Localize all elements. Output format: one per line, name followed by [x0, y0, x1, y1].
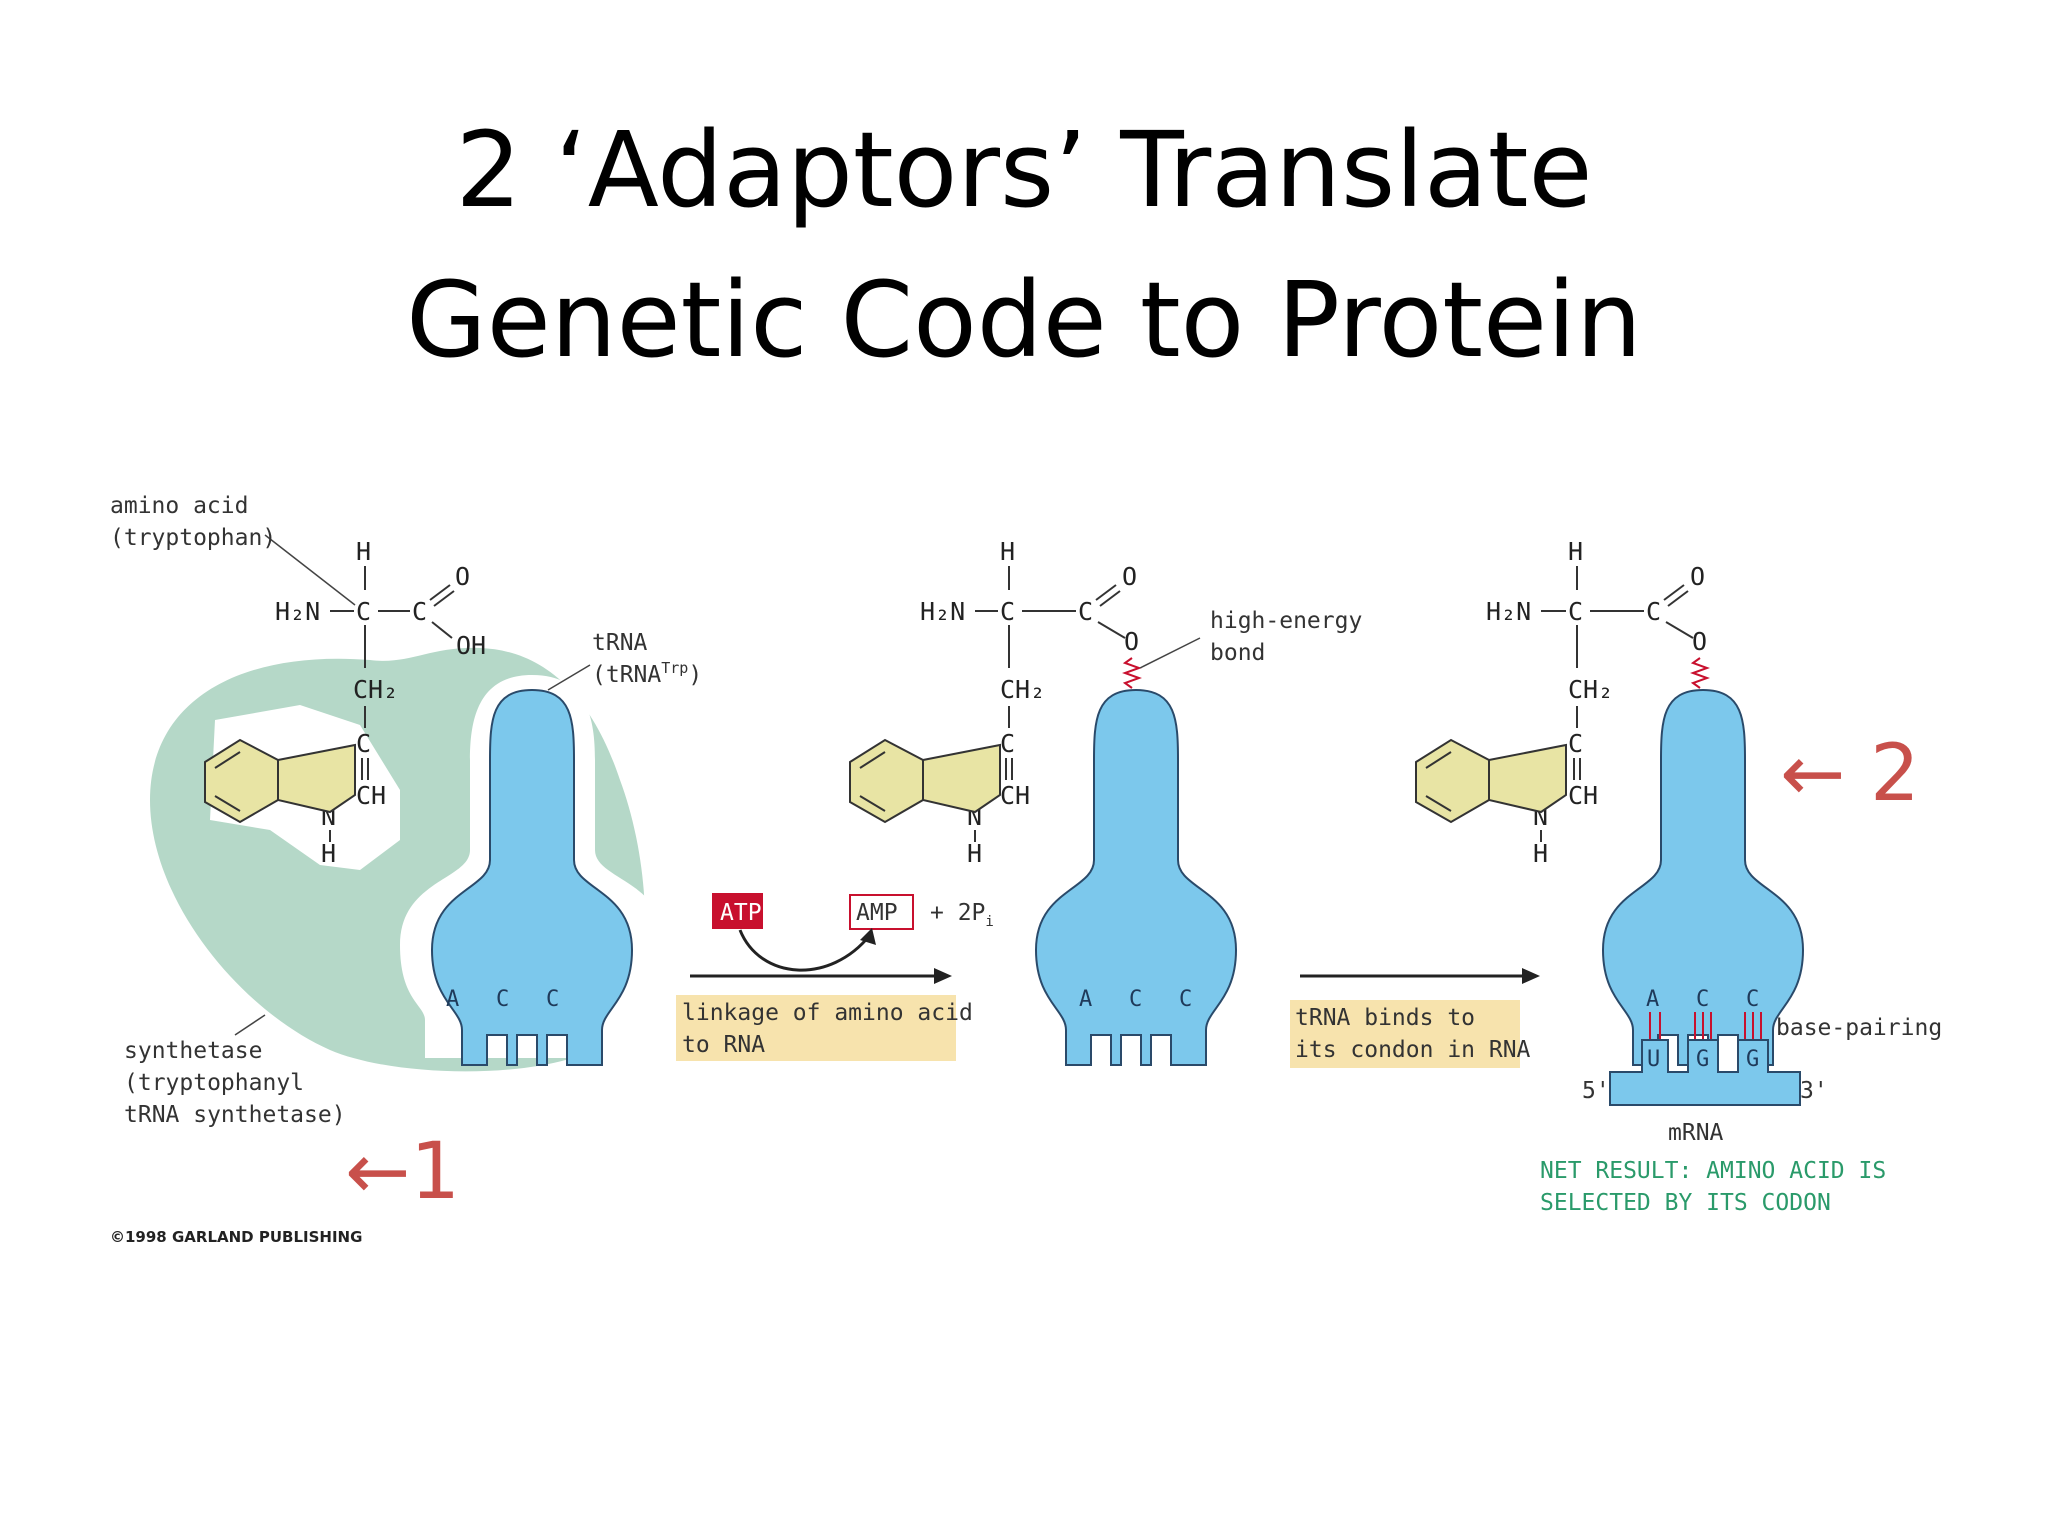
anticodon-1: A C C [446, 987, 559, 1012]
step2-box [1290, 1000, 1520, 1068]
label-trna: tRNA [592, 630, 648, 656]
tryptophan-structure-1: H H₂N C C O OH CH₂ C CH N H [204, 537, 486, 868]
label-mrna: mRNA [1668, 1120, 1724, 1146]
atp-label: ATP [720, 900, 762, 926]
label-synthetase: synthetase [124, 1038, 262, 1064]
alpha-carbon: C [1568, 597, 1583, 626]
base-c: C [546, 987, 559, 1012]
ester-oxygen: O [1124, 627, 1139, 656]
net-result-2: SELECTED BY ITS CODON [1540, 1190, 1831, 1216]
base-a: A [446, 987, 459, 1012]
codon: U G G [1647, 1047, 1759, 1072]
copyright: ©1998 GARLAND PUBLISHING [110, 1228, 362, 1246]
carboxyl-carbon: C [1646, 597, 1661, 626]
h2n-group: H₂N [275, 597, 320, 626]
base-c: C [1179, 987, 1192, 1012]
title-line-2: Genetic Code to Protein [406, 259, 1642, 381]
label-trna-trp: (tRNATrp) [592, 659, 702, 688]
h-atom: H [1568, 537, 1583, 566]
step1-box [676, 995, 956, 1061]
oxygen: O [455, 562, 470, 591]
c-atom: C [1568, 729, 1583, 758]
annotation-1: ←1 [345, 1127, 460, 1217]
ester-oxygen: O [1692, 627, 1707, 656]
base-g: G [1696, 1047, 1709, 1072]
high-energy-bond [1122, 657, 1142, 689]
oxygen: O [1122, 562, 1137, 591]
hydroxyl: OH [456, 631, 486, 660]
oxygen: O [1690, 562, 1705, 591]
amp-box [849, 894, 914, 930]
slide-title: 2 ‘Adaptors’ Translate Genetic Code to P… [0, 95, 2048, 395]
ch-group: CH [1000, 781, 1030, 810]
label-base-pairing: base-pairing [1776, 1015, 1942, 1041]
h-atom: H [1000, 537, 1015, 566]
anticodon-2: A C C [1079, 987, 1192, 1012]
net-result-1: NET RESULT: AMINO ACID IS [1540, 1158, 1886, 1184]
ch-group: CH [1568, 781, 1598, 810]
h2n-group: H₂N [1486, 597, 1531, 626]
annotation-2: ← 2 [1780, 729, 1920, 819]
ch-group: CH [356, 781, 386, 810]
nh-hydrogen: H [1533, 839, 1548, 868]
nh-hydrogen: H [967, 839, 982, 868]
mrna-strand [1609, 1039, 1801, 1106]
step1-text-2: to RNA [682, 1032, 765, 1058]
step2-text-2: its condon in RNA [1295, 1037, 1531, 1063]
c-atom: C [356, 729, 371, 758]
pi-label: + 2Pi [930, 900, 994, 930]
base-c: C [1696, 987, 1709, 1012]
base-u: U [1647, 1047, 1660, 1072]
high-energy-bond [1690, 657, 1710, 689]
step2-text-1: tRNA binds to [1295, 1005, 1475, 1031]
alpha-carbon: C [1000, 597, 1015, 626]
base-g: G [1746, 1047, 1759, 1072]
ch2-group: CH₂ [1000, 675, 1045, 704]
base-c: C [1746, 987, 1759, 1012]
h-atom: H [356, 537, 371, 566]
carboxyl-carbon: C [412, 597, 427, 626]
base-a: A [1646, 987, 1659, 1012]
atp-box [712, 893, 763, 929]
label-bond: bond [1210, 640, 1265, 666]
amp-label: AMP [856, 900, 898, 926]
label-trna-synthetase: tRNA synthetase) [124, 1102, 346, 1128]
base-c: C [1129, 987, 1142, 1012]
title-line-1: 2 ‘Adaptors’ Translate [455, 109, 1593, 231]
tryptophan-structure-2: H H₂N C C O O CH₂ C CH N H [849, 537, 1142, 868]
label-amino-acid: amino acid [110, 493, 248, 519]
atp-curve-arrow [738, 929, 872, 972]
h2n-group: H₂N [920, 597, 965, 626]
step1-text-1: linkage of amino acid [682, 1000, 973, 1026]
c-atom: C [1000, 729, 1015, 758]
base-a: A [1079, 987, 1092, 1012]
nh-hydrogen: H [321, 839, 336, 868]
alpha-carbon: C [356, 597, 371, 626]
ch2-group: CH₂ [1568, 675, 1613, 704]
label-3-prime: 3' [1800, 1078, 1828, 1104]
base-pair-bonds [1649, 1012, 1762, 1040]
ch2-group: CH₂ [353, 675, 398, 704]
tryptophan-structure-3: H H₂N C C O O CH₂ C CH N H [1415, 537, 1710, 868]
label-high-energy: high-energy [1210, 608, 1362, 634]
base-c: C [496, 987, 509, 1012]
label-tryptophan: (tryptophan) [110, 525, 276, 551]
anticodon-3: A C C [1646, 987, 1759, 1012]
label-tryptophanyl: (tryptophanyl [124, 1070, 304, 1096]
carboxyl-carbon: C [1078, 597, 1093, 626]
label-5-prime: 5' [1582, 1078, 1610, 1104]
